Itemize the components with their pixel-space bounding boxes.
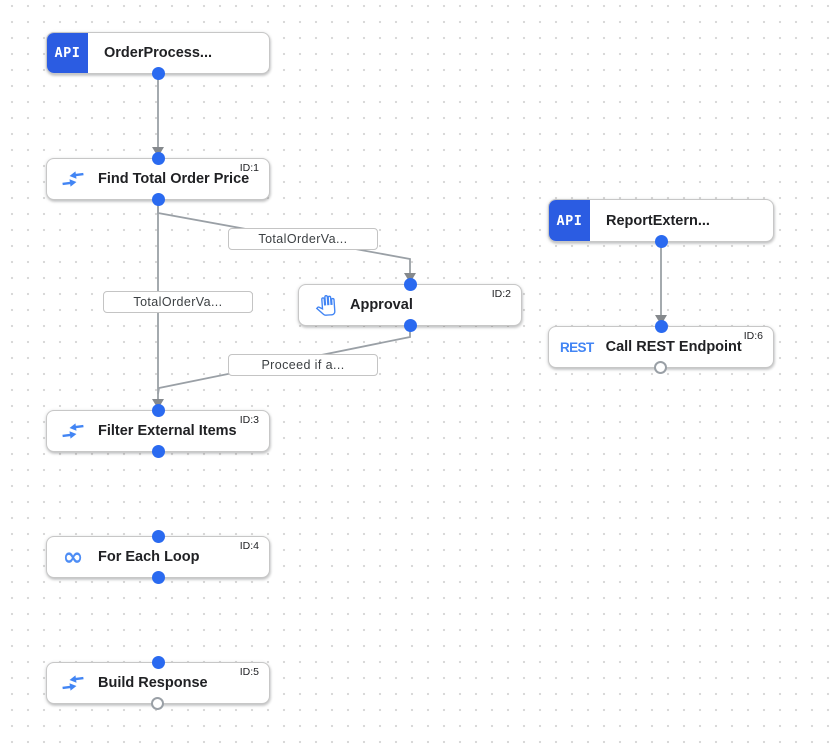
- node-title: Build Response: [98, 675, 208, 691]
- task-id-badge: ID:5: [239, 666, 259, 678]
- task-id-badge: ID:2: [491, 288, 511, 300]
- infinity-icon: ∞: [62, 542, 84, 571]
- node-approval[interactable]: Approval ID:2: [298, 278, 522, 332]
- node-find-total-order-price[interactable]: Find Total Order Price ID:1: [46, 152, 270, 206]
- node-title: ReportExtern...: [606, 212, 710, 229]
- data-mapping-icon: [60, 422, 86, 440]
- node-for-each-loop[interactable]: ∞ For Each Loop ID:4: [46, 530, 270, 584]
- approval-hand-icon: [312, 294, 338, 316]
- node-title: Find Total Order Price: [98, 171, 250, 187]
- output-connector[interactable]: [151, 67, 165, 80]
- node-title: For Each Loop: [98, 549, 200, 565]
- node-order-process-trigger[interactable]: API OrderProcess...: [46, 32, 270, 80]
- node-title: Call REST Endpoint: [605, 339, 742, 355]
- input-connector[interactable]: [151, 404, 165, 417]
- node-call-rest-endpoint[interactable]: REST Call REST Endpoint ID:6: [548, 320, 774, 374]
- input-connector[interactable]: [403, 278, 417, 291]
- node-title: OrderProcess...: [104, 45, 212, 61]
- api-trigger-icon: API: [549, 200, 590, 241]
- output-connector[interactable]: [403, 319, 417, 332]
- task-id-badge: ID:1: [239, 162, 259, 174]
- edge-label-total-order-value-2[interactable]: TotalOrderVa...: [103, 291, 253, 313]
- rest-text-icon: REST: [560, 339, 594, 355]
- input-connector[interactable]: [151, 152, 165, 165]
- node-filter-external-items[interactable]: Filter External Items ID:3: [46, 404, 270, 458]
- output-connector-empty[interactable]: [151, 697, 164, 710]
- input-connector[interactable]: [151, 530, 165, 543]
- output-connector[interactable]: [151, 571, 165, 584]
- edge-label-total-order-value-1[interactable]: TotalOrderVa...: [228, 228, 378, 250]
- data-mapping-icon: [60, 170, 86, 188]
- node-build-response[interactable]: Build Response ID:5: [46, 656, 270, 710]
- input-connector[interactable]: [654, 320, 668, 333]
- api-trigger-icon: API: [47, 33, 88, 73]
- task-id-badge: ID:4: [239, 540, 259, 552]
- output-connector-empty[interactable]: [654, 361, 667, 374]
- input-connector[interactable]: [151, 656, 165, 669]
- task-id-badge: ID:3: [239, 414, 259, 426]
- edge-label-proceed-if[interactable]: Proceed if a...: [228, 354, 378, 376]
- data-mapping-icon: [60, 674, 86, 692]
- task-id-badge: ID:6: [743, 330, 763, 342]
- node-title: Approval: [350, 297, 413, 313]
- output-connector[interactable]: [151, 193, 165, 206]
- node-report-extern-trigger[interactable]: API ReportExtern...: [548, 199, 774, 248]
- output-connector[interactable]: [151, 445, 165, 458]
- output-connector[interactable]: [654, 235, 668, 248]
- node-title: Filter External Items: [98, 423, 237, 439]
